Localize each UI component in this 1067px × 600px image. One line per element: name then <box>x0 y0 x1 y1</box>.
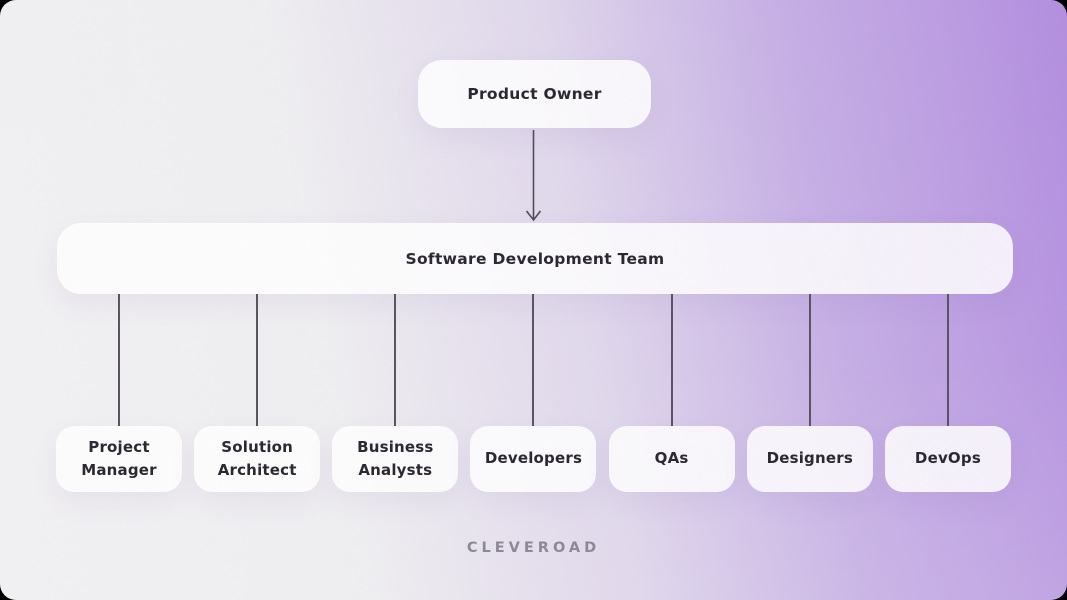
node-qas-label: QAs <box>654 449 689 468</box>
node-product-owner: Product Owner <box>418 60 651 128</box>
connector-line <box>394 294 397 426</box>
node-designers: Designers <box>746 426 873 492</box>
connector-line <box>670 294 673 426</box>
node-devops-label: DevOps <box>914 449 981 468</box>
connector-line <box>946 294 949 426</box>
node-solution-architect-label: Solution Architect <box>217 437 297 479</box>
brand-logo: CLEVEROAD <box>466 540 601 556</box>
node-developers: Developers <box>470 426 597 492</box>
node-business-analysts-label: Business Analysts <box>357 437 434 479</box>
node-product-owner-label: Product Owner <box>467 85 602 103</box>
connector-lines <box>56 294 1011 426</box>
arrow-down-icon <box>525 130 542 222</box>
node-designers-label: Designers <box>766 449 853 468</box>
connector-line <box>532 294 535 426</box>
roles-row: Project Manager Solution Architect Busin… <box>56 426 1011 492</box>
node-solution-architect: Solution Architect <box>194 426 321 492</box>
connector-line <box>118 294 120 426</box>
node-project-manager-label: Project Manager <box>81 437 157 479</box>
node-devops: DevOps <box>884 426 1011 492</box>
node-project-manager: Project Manager <box>56 426 182 492</box>
node-qas: QAs <box>608 426 735 492</box>
connector-line <box>256 294 259 426</box>
node-business-analysts: Business Analysts <box>332 426 459 492</box>
node-software-development-team-label: Software Development Team <box>405 249 665 268</box>
node-developers-label: Developers <box>484 449 583 468</box>
node-software-development-team: Software Development Team <box>57 223 1013 294</box>
connector-line <box>808 294 811 426</box>
